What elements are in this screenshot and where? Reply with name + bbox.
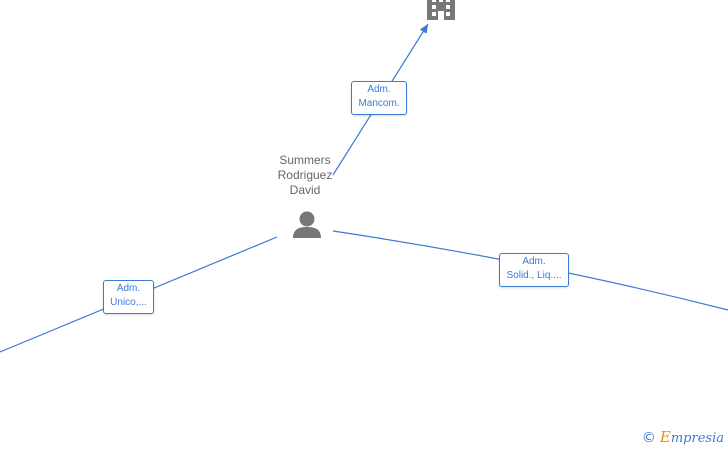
person-icon[interactable] xyxy=(293,211,321,239)
building-icon[interactable] xyxy=(427,0,455,20)
person-name-line3: David xyxy=(289,183,321,197)
copyright-symbol: © xyxy=(641,430,656,446)
edge-label-line2: Solid., Liq.... xyxy=(506,270,562,281)
edge-label-line2: Mancom. xyxy=(358,98,400,109)
person-name[interactable]: Summers Rodriguez David xyxy=(260,153,350,198)
empresia-watermark: ©Empresia xyxy=(642,428,724,446)
edge-label-line1: Adm. xyxy=(116,283,141,294)
brand-rest: mpresia xyxy=(670,431,724,446)
edge-label-line1: Adm. xyxy=(522,256,546,267)
person-name-line1: Summers xyxy=(279,153,331,167)
brand-initial: E xyxy=(659,428,671,446)
edge-label-solid[interactable]: Adm. Solid., Liq.... xyxy=(499,253,569,287)
edge-label-mancom[interactable]: Adm. Mancom. xyxy=(351,81,407,115)
edge-label-unico[interactable]: Adm. Unico,... xyxy=(103,280,154,314)
edge-label-line2: Unico,... xyxy=(110,297,147,308)
person-name-line2: Rodriguez xyxy=(277,168,333,182)
edge-label-line1: Adm. xyxy=(367,84,391,95)
